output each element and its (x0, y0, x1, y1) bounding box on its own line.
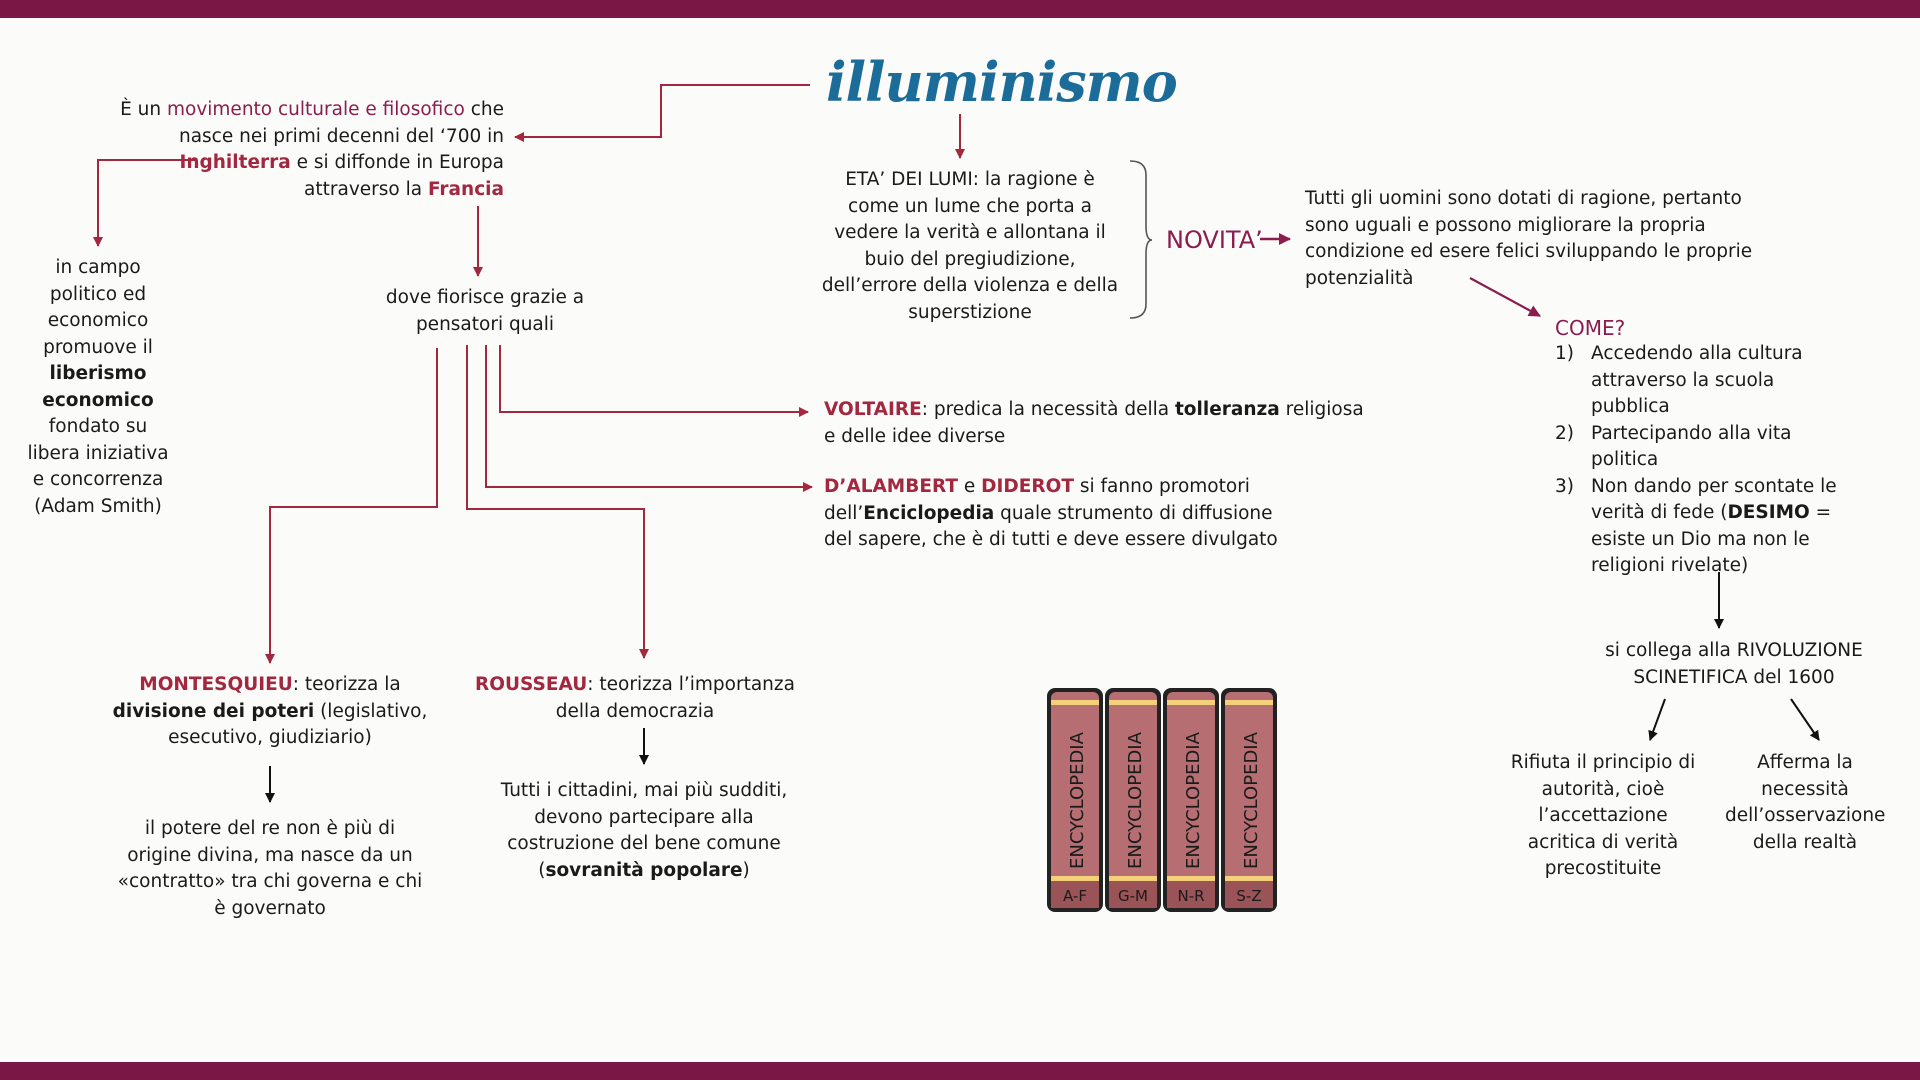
arrow-to-come (1469, 277, 1541, 317)
book-title: ENCYCLOPEDIA (1241, 731, 1262, 869)
list-item-text: Accedendo alla cultura attraverso la scu… (1591, 343, 1803, 417)
list-item-text-end: = esiste un Dio ma non le religioni rive… (1591, 502, 1832, 576)
montesquieu-name: MONTESQUIEU (139, 674, 293, 695)
rousseau-result: Tutti i cittadini, mai più sudditi, devo… (494, 778, 794, 884)
list-item-text: Non dando per scontate le verità di fede… (1591, 475, 1837, 524)
voltaire-pre: : predica la necessità della (921, 399, 1175, 420)
thinkers-intro: dove fiorisce grazie a pensatori quali (385, 287, 585, 335)
bottom-bar (0, 1062, 1920, 1080)
arrow-to-voltaire (499, 345, 809, 417)
dalembert-text: D’ALAMBERT e DIDEROT si fanno promotori … (824, 474, 1304, 554)
economic-post: fondato su libera iniziativa e concorren… (27, 416, 169, 517)
montesquieu-pre: : teorizza la (292, 674, 401, 695)
afferma-text: Afferma la necessità dell’osservazione d… (1725, 752, 1886, 853)
list-item-number: 1) (1555, 343, 1574, 364)
book: ENCYCLOPEDIA N-R (1163, 688, 1219, 912)
arrow-definition-to-economic (93, 159, 196, 247)
book-title: ENCYCLOPEDIA (1183, 731, 1204, 869)
eta-brace (1129, 160, 1153, 319)
definition-text: È un movimento culturale e filosofico ch… (110, 97, 504, 203)
montesquieu-post: (legislativo, esecutivo, giudiziario) (168, 700, 428, 749)
arrow-to-rousseau (466, 345, 649, 659)
voltaire-text: VOLTAIRE: predica la necessità della tol… (824, 397, 1364, 450)
definition-pre: È un (120, 99, 167, 120)
list-item-number: 2) (1555, 422, 1574, 444)
novita-text: Tutti gli uomini sono dotati di ragione,… (1305, 188, 1753, 289)
rousseau-text: ROUSSEAU: teorizza l’importanza della de… (470, 672, 800, 725)
definition-movement: movimento culturale e filosofico (166, 99, 465, 120)
page-title: illuminismo (826, 50, 1178, 114)
list-item-bold: DESIMO (1727, 502, 1810, 523)
list-item: 2) Partecipando alla vita politica (1555, 421, 1855, 474)
rousseau-result-bold: sovranità popolare (545, 859, 743, 881)
arrow-to-dalembert (485, 345, 813, 492)
voltaire-bold: tolleranza (1174, 399, 1280, 420)
book-range: G-M (1118, 887, 1148, 905)
book-title: ENCYCLOPEDIA (1067, 731, 1088, 869)
arrow-title-to-definition (514, 84, 810, 142)
arrow-to-rifiuta (1648, 698, 1666, 741)
dalembert-name: D’ALAMBERT (824, 476, 958, 497)
voltaire-post: religiosa e delle idee diverse (824, 399, 1364, 447)
definition-post1: che nasce nei primi decenni del ‘700 in (178, 99, 504, 147)
eta-lumi-text: ETA’ DEI LUMI: la ragione è come un lume… (821, 169, 1119, 323)
dalembert-post: quale strumento di diffusione del sapere… (824, 502, 1278, 551)
book: ENCYCLOPEDIA G-M (1105, 688, 1161, 912)
rousseau-desc: : teorizza l’importanza della democrazia (555, 674, 795, 722)
arrow-to-montesquieu (265, 348, 438, 664)
book-range: S-Z (1236, 887, 1261, 905)
definition-francia: Francia (427, 178, 504, 200)
book-range: A-F (1063, 887, 1087, 905)
economic-text: in campo politico ed economico promuove … (20, 255, 176, 520)
montesquieu-result: il potere del re non è più di origine di… (117, 818, 423, 919)
come-label: COME? (1555, 316, 1626, 340)
come-list: 1) Accedendo alla cultura attraverso la s… (1555, 341, 1855, 580)
rivoluzione-text: si collega alla RIVOLUZIONE SCINETIFICA … (1605, 640, 1863, 688)
list-item-number: 3) (1555, 475, 1574, 497)
montesquieu-text: MONTESQUIEU: teorizza la divisione dei p… (110, 672, 430, 752)
list-item: 3) Non dando per scontate le verità di fe… (1555, 474, 1855, 580)
list-item-text: Partecipando alla vita politica (1591, 422, 1792, 471)
top-bar (0, 0, 1920, 18)
voltaire-name: VOLTAIRE (824, 399, 922, 420)
definition-post2: e si diffonde in Europa attraverso la (290, 152, 504, 200)
diderot-name: DIDEROT (981, 476, 1074, 497)
book-title: ENCYCLOPEDIA (1125, 731, 1146, 869)
book: ENCYCLOPEDIA A-F (1047, 688, 1103, 912)
arrow-to-afferma (1790, 698, 1820, 741)
dalembert-mid: e (958, 476, 982, 497)
book: ENCYCLOPEDIA S-Z (1221, 688, 1277, 912)
economic-bold: liberismo economico (42, 363, 154, 411)
montesquieu-bold: divisione dei poteri (112, 700, 315, 722)
encyclopedia-books: ENCYCLOPEDIA A-F ENCYCLOPEDIA G-M ENCYCL… (1047, 688, 1277, 912)
rifiuta-text: Rifiuta il principio di autorità, cioè l… (1510, 752, 1696, 879)
book-range: N-R (1177, 887, 1204, 905)
rousseau-result-pre: Tutti i cittadini, mai più sudditi, devo… (500, 780, 788, 881)
rousseau-result-post: ) (742, 859, 750, 881)
dalembert-pre: si fanno promotori dell’ (824, 476, 1250, 524)
definition-inghilterra: Inghilterra (179, 152, 291, 173)
list-item: 1) Accedendo alla cultura attraverso la s… (1555, 341, 1855, 421)
dalembert-bold: Enciclopedia (863, 502, 995, 524)
rousseau-name: ROUSSEAU (475, 674, 588, 695)
novita-label: NOVITA’ (1166, 226, 1263, 254)
economic-pre: in campo politico ed economico promuove … (43, 257, 153, 358)
